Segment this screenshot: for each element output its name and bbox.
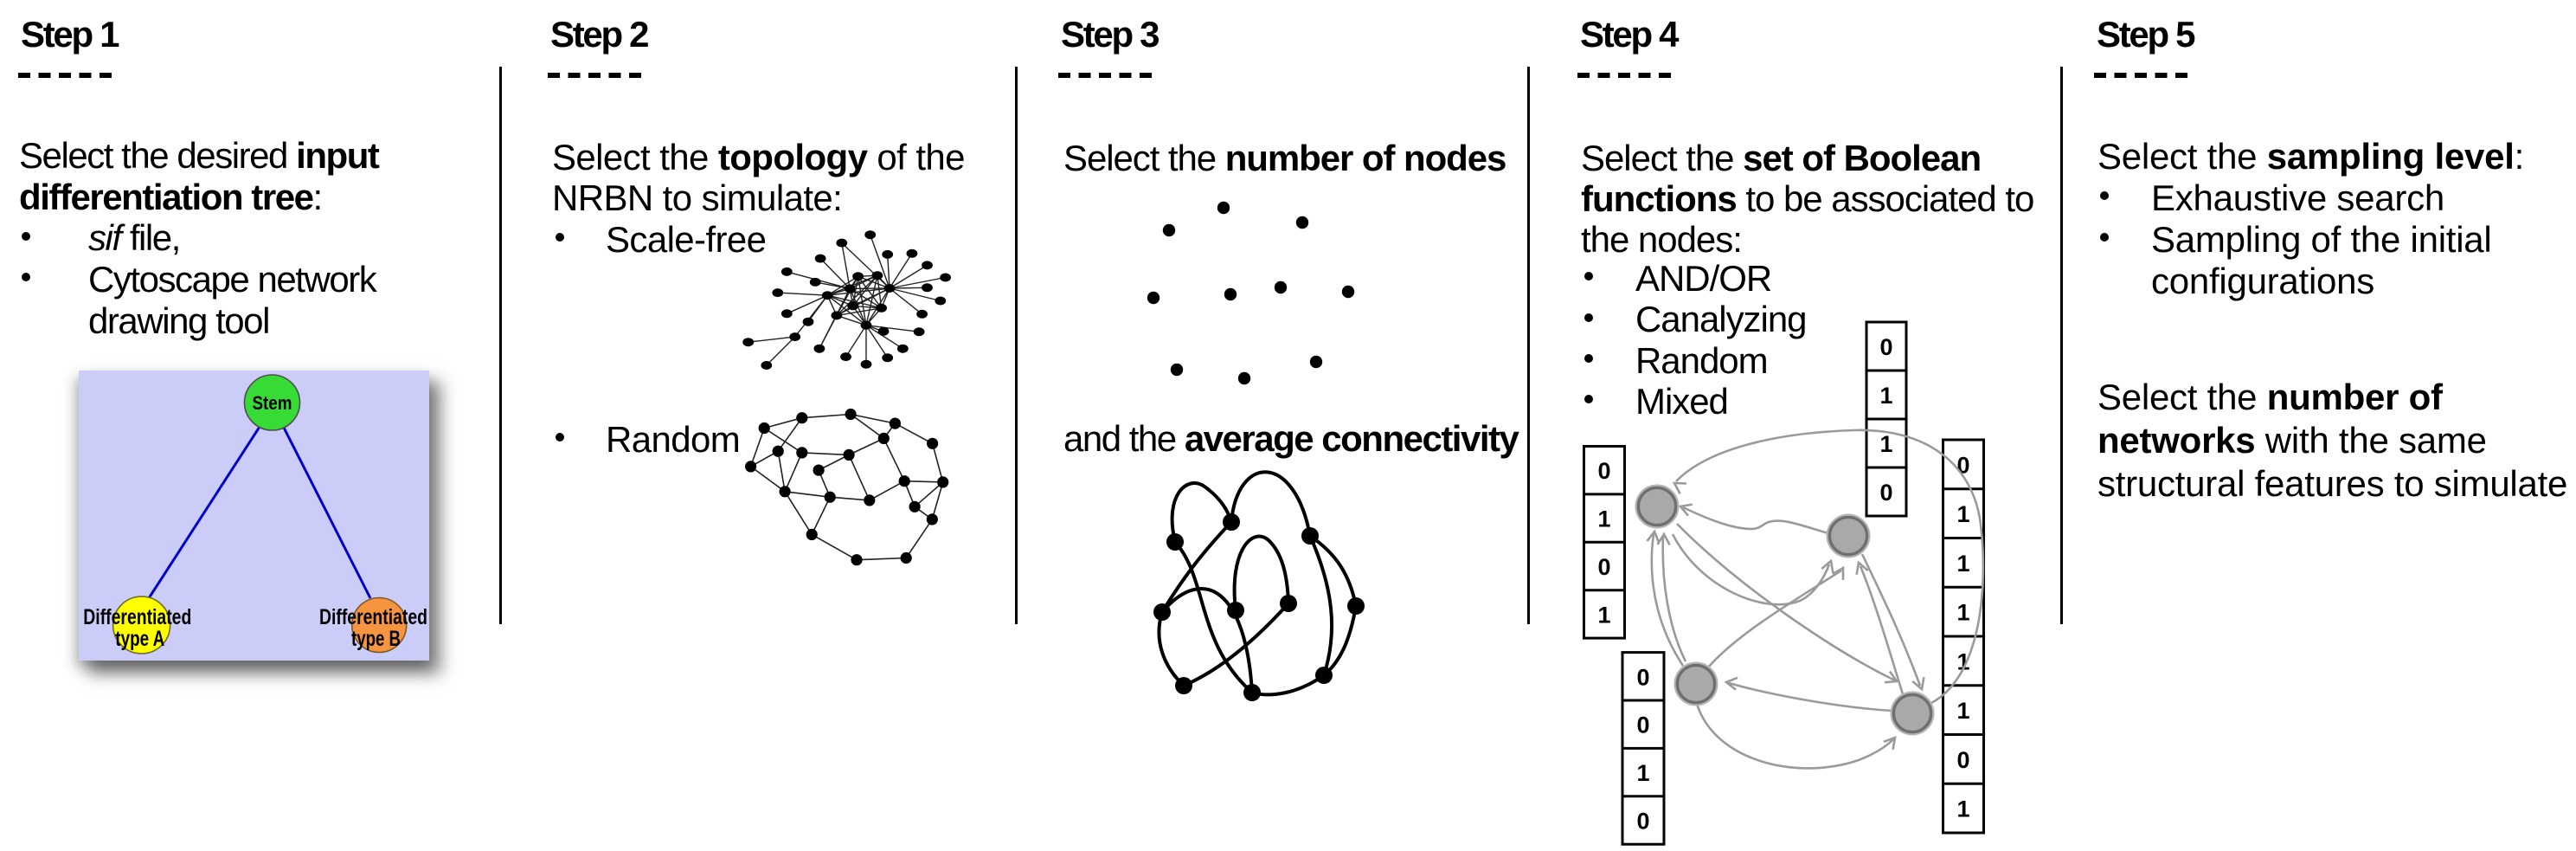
svg-text:0: 0 [1956, 452, 1969, 478]
svg-text:1: 1 [1956, 600, 1969, 626]
svg-text:1: 1 [1879, 431, 1892, 457]
svg-text:type A: type A [115, 627, 164, 651]
svg-text:1: 1 [1879, 383, 1892, 409]
svg-text:1: 1 [1956, 551, 1969, 577]
svg-text:type B: type B [351, 627, 401, 651]
svg-text:1: 1 [1597, 506, 1610, 532]
svg-text:Differentiated: Differentiated [83, 605, 191, 629]
svg-text:0: 0 [1597, 458, 1610, 484]
svg-text:0: 0 [1597, 554, 1610, 580]
svg-text:0: 0 [1879, 334, 1892, 360]
svg-text:Stem: Stem [253, 392, 292, 414]
svg-text:1: 1 [1956, 648, 1969, 674]
svg-text:1: 1 [1956, 501, 1969, 527]
svg-text:0: 0 [1636, 809, 1649, 835]
svg-text:0: 0 [1879, 480, 1892, 506]
svg-text:Differentiated: Differentiated [319, 605, 427, 629]
svg-text:1: 1 [1956, 698, 1969, 724]
svg-text:0: 0 [1636, 664, 1649, 690]
svg-text:1: 1 [1636, 760, 1649, 786]
svg-text:1: 1 [1956, 796, 1969, 822]
svg-text:0: 0 [1956, 747, 1969, 773]
svg-text:0: 0 [1636, 712, 1649, 738]
svg-text:1: 1 [1597, 602, 1610, 628]
